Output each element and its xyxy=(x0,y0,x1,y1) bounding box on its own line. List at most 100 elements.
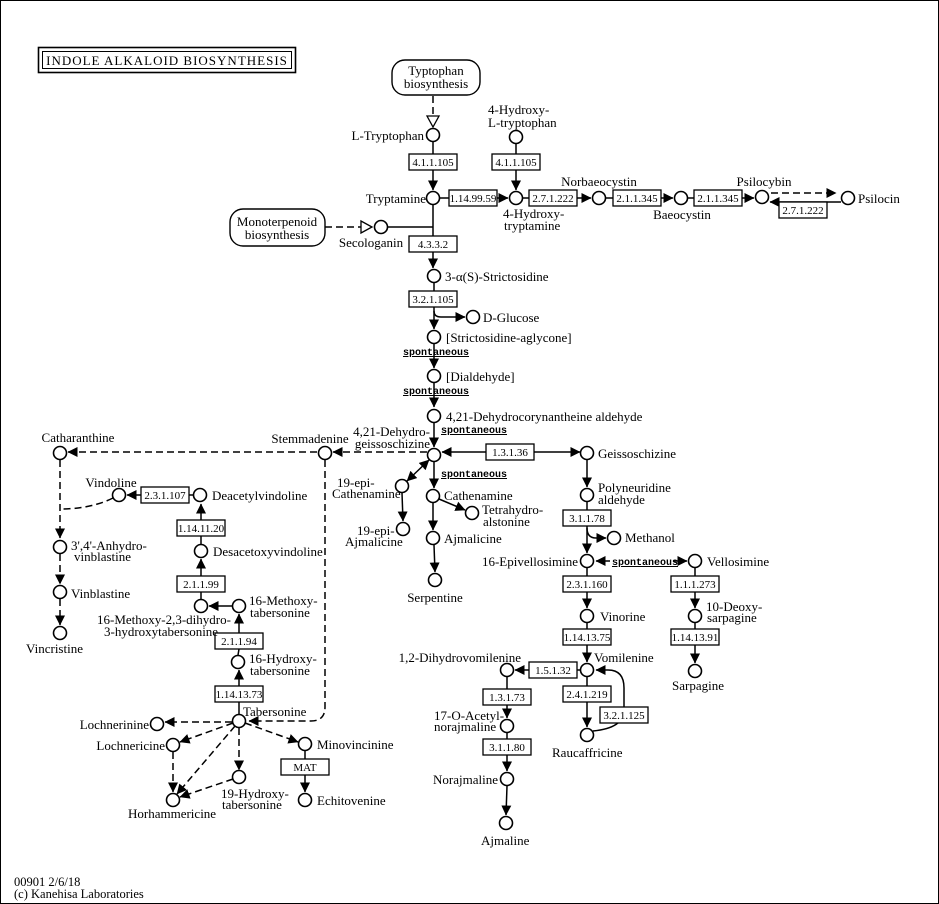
enzyme-box-2.1.1.99[interactable] xyxy=(176,575,226,593)
compound-16-methoxy-2-3-dihydro-3-hydroxytabersonine[interactable] xyxy=(193,598,209,614)
compound-4-21-dehydro-geissoschizine[interactable] xyxy=(426,447,442,463)
compound-19-epi-cathenamine[interactable] xyxy=(394,478,410,494)
map-link-label: Monoterpenoid xyxy=(237,214,318,229)
compound-16-methoxy-tabersonine[interactable] xyxy=(231,598,247,614)
compound-norajmaline[interactable] xyxy=(499,771,515,787)
enzyme-box-3.1.1.78[interactable] xyxy=(562,509,612,527)
compound-vinorine[interactable] xyxy=(579,608,595,624)
compound-minovincinine[interactable] xyxy=(297,736,313,752)
compound-psilocin[interactable] xyxy=(840,190,856,206)
reaction-edge xyxy=(406,459,430,482)
compound-dialdehyde[interactable] xyxy=(426,368,442,384)
compound-vincristine[interactable] xyxy=(52,625,68,641)
compound-label: Methanol xyxy=(625,530,675,545)
enzyme-box-1.3.1.36[interactable] xyxy=(485,443,535,461)
compound-baeocystin[interactable] xyxy=(673,190,689,206)
compound-label: Norbaeocystin xyxy=(561,174,637,189)
compound-vindoline[interactable] xyxy=(111,487,127,503)
enzyme-box-4.1.1.105[interactable] xyxy=(491,153,541,171)
map-link-tryptophan-biosynthesis[interactable] xyxy=(391,59,481,96)
reaction-edge xyxy=(244,722,299,744)
compound-lochnerinine[interactable] xyxy=(149,716,165,732)
compound-strictosidine-aglycone[interactable] xyxy=(426,329,442,345)
enzyme-box-MAT[interactable] xyxy=(280,758,330,776)
compound-polyneuridine-aldehyde[interactable] xyxy=(579,487,595,503)
compound-catharanthine[interactable] xyxy=(52,445,68,461)
compound-tetrahydro-alstonine[interactable] xyxy=(464,505,480,521)
enzyme-box-2.1.1.94[interactable] xyxy=(214,632,264,650)
copyright: (c) Kanehisa Laboratories xyxy=(14,887,144,901)
compound-label: Ajmalicine xyxy=(444,531,502,546)
compound-d-glucose[interactable] xyxy=(465,309,481,325)
compound-serpentine[interactable] xyxy=(427,572,443,588)
enzyme-box-4.3.3.2[interactable] xyxy=(408,235,458,253)
compound-4-hydroxy-l-tryptophan[interactable] xyxy=(508,129,524,145)
compound-4-hydroxy-tryptamine[interactable] xyxy=(508,190,524,206)
compound-17-o-acetyl-norajmaline[interactable] xyxy=(499,718,515,734)
compound-echitovenine[interactable] xyxy=(297,792,313,808)
compound-tryptamine[interactable] xyxy=(425,190,441,206)
compound-tabersonine[interactable] xyxy=(231,713,247,729)
compound-16-epivellosimine[interactable] xyxy=(579,553,595,569)
compound-methanol[interactable] xyxy=(606,530,622,546)
compound-label: 4,21-Dehydro- xyxy=(353,424,430,439)
compound-psilocybin[interactable] xyxy=(754,189,770,205)
enzyme-box-2.7.1.222[interactable] xyxy=(778,201,828,219)
map-link-monoterpenoid-biosynthesis[interactable] xyxy=(229,208,326,247)
compound-3-4-anhydro-vinblastine[interactable] xyxy=(52,539,68,555)
compound-ajmaline[interactable] xyxy=(498,815,514,831)
enzyme-box-1.14.13.91[interactable] xyxy=(670,628,720,646)
compound-secologanin[interactable] xyxy=(373,219,389,235)
enzyme-box-3.2.1.105[interactable] xyxy=(408,290,458,308)
enzyme-label: 3.2.1.125 xyxy=(603,710,645,722)
enzyme-box-2.1.1.345[interactable] xyxy=(612,189,662,207)
enzyme-box-1.5.1.32[interactable] xyxy=(528,661,578,679)
compound-label: tabersonine xyxy=(250,663,310,678)
compound-label: 16-Methoxy-2,3-dihydro- xyxy=(97,612,231,627)
compound-16-hydroxy-tabersonine[interactable] xyxy=(230,654,246,670)
compound-l-tryptophan[interactable] xyxy=(425,127,441,143)
compound-4-21-dehydrocorynantheine-aldehyde[interactable] xyxy=(426,408,442,424)
enzyme-box-1.14.11.20[interactable] xyxy=(176,519,226,537)
enzyme-box-2.7.1.222[interactable] xyxy=(528,189,578,207)
reaction-edge xyxy=(179,722,234,744)
compound-stemmadenine[interactable] xyxy=(317,445,333,461)
enzyme-box-1.3.1.73[interactable] xyxy=(482,688,532,706)
compound-lochnericine[interactable] xyxy=(165,737,181,753)
compound-horhammericine[interactable] xyxy=(165,792,181,808)
enzyme-box-2.3.1.107[interactable] xyxy=(140,486,190,504)
compound-vomilenine[interactable] xyxy=(579,662,595,678)
compound-sarpagine[interactable] xyxy=(687,663,703,679)
compound-vellosimine[interactable] xyxy=(687,553,703,569)
enzyme-box-1.1.1.273[interactable] xyxy=(670,575,720,593)
compound-1-2-dihydrovomilenine[interactable] xyxy=(499,662,515,678)
enzyme-box-3.2.1.125[interactable] xyxy=(599,706,649,724)
compound-deacetylvindoline[interactable] xyxy=(192,487,208,503)
compound-10-deoxy-sarpagine[interactable] xyxy=(687,608,703,624)
enzyme-box-4.1.1.105[interactable] xyxy=(408,153,458,171)
enzyme-box-1.14.13.75[interactable] xyxy=(562,628,612,646)
compound-label: Desacetoxyvindoline xyxy=(213,544,323,559)
compound-19-epi-ajmalicine[interactable] xyxy=(395,521,411,537)
compound-19-hydroxy-tabersonine[interactable] xyxy=(231,769,247,785)
enzyme-box-1.14.13.73[interactable] xyxy=(214,685,264,703)
compound-norbaeocystin[interactable] xyxy=(591,190,607,206)
compound-desacetoxyvindoline[interactable] xyxy=(193,543,209,559)
compound-label: Cathenamine xyxy=(332,486,401,501)
compound-raucaffricine[interactable] xyxy=(579,727,595,743)
compound-label: Lochnericine xyxy=(96,738,165,753)
compound-label: 4-Hydroxy- xyxy=(488,102,549,117)
compound-vinblastine[interactable] xyxy=(52,584,68,600)
compound-label: [Dialdehyde] xyxy=(446,369,515,384)
enzyme-box-1.14.99.59[interactable] xyxy=(448,189,498,207)
compound-cathenamine[interactable] xyxy=(425,488,441,504)
enzyme-box-2.3.1.160[interactable] xyxy=(562,575,612,593)
compound-geissoschizine[interactable] xyxy=(579,445,595,461)
enzyme-box-2.4.1.219[interactable] xyxy=(562,685,612,703)
compound-ajmalicine[interactable] xyxy=(425,530,441,546)
compound-label: L-tryptophan xyxy=(488,115,557,130)
enzyme-box-2.1.1.345[interactable] xyxy=(693,189,743,207)
compound-3-a-s-strictosidine[interactable] xyxy=(426,268,442,284)
enzyme-box-3.1.1.80[interactable] xyxy=(482,738,532,756)
